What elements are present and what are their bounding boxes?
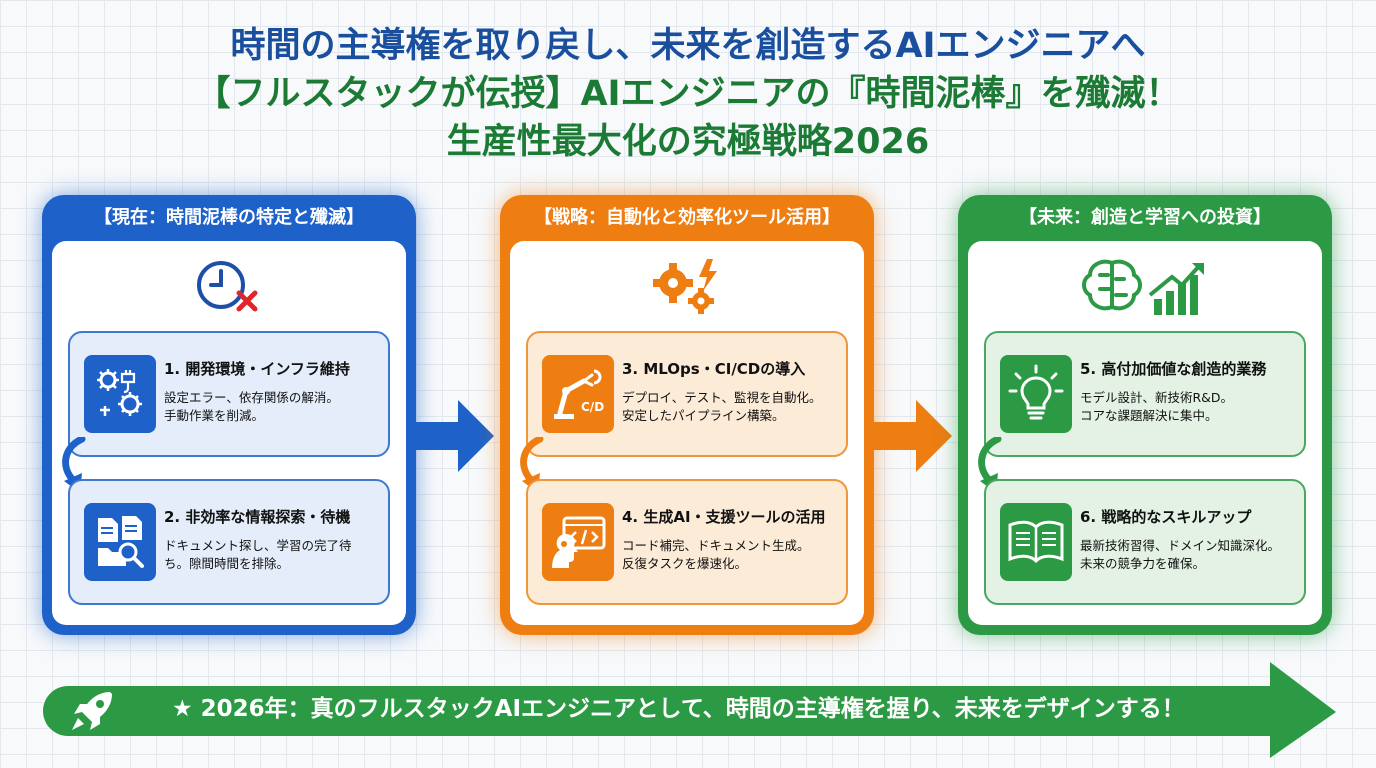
card-desc-line: 手動作業を削減。 <box>164 408 265 423</box>
banner-text: ★ 2026年：真のフルスタックAIエンジニアとして、時間の主導権を握り、未来を… <box>172 696 1185 722</box>
card-desc: デプロイ、テスト、監視を自動化。 安定したパイプライン構築。 <box>622 389 836 425</box>
card-desc: ドキュメント探し、学習の完了待 ち。隙間時間を排除。 <box>164 537 378 573</box>
banner-arrow-shape <box>43 662 1336 758</box>
cicd-label: C/D <box>581 400 604 414</box>
card-desc-line: ち。隙間時間を排除。 <box>164 556 290 571</box>
card-title: 3. MLOps・CI/CDの導入 <box>622 360 806 378</box>
card-desc-line: コアな課題解決に集中。 <box>1080 408 1218 423</box>
panel-header: 【戦略：自動化と効率化ツール活用】 <box>534 207 840 228</box>
gears-lightning-icon <box>653 259 717 314</box>
title-line-2: 【フルスタックが伝授】AIエンジニアの『時間泥棒』を殲滅！ <box>195 74 1181 114</box>
panel-body: C/D 3. MLOps・CI/CDの導入 デプロイ、テスト、監視を自動化。 安… <box>510 241 864 625</box>
panel-header: 【現在：時間泥棒の特定と殲滅】 <box>94 207 364 228</box>
rocket-icon <box>72 692 112 730</box>
card-title: 2. 非効率な情報探索・待機 <box>164 508 351 526</box>
ai-code-icon <box>542 503 614 581</box>
card-desc: コード補完、ドキュメント生成。 反復タスクを爆速化。 <box>622 537 836 573</box>
card-title: 6. 戦略的なスキルアップ <box>1080 508 1252 526</box>
card-desc-line: デプロイ、テスト、監視を自動化。 <box>622 390 822 405</box>
card-desc-line: モデル設計、新技術R&D。 <box>1080 390 1234 405</box>
panel-future: 【未来：創造と学習への投資】 <box>958 195 1332 635</box>
flow-arrow-icon <box>874 400 952 472</box>
open-book-icon <box>1000 503 1072 581</box>
panel-body: 1. 開発環境・インフラ維持 設定エラー、依存関係の解消。 手動作業を削減。 <box>52 241 406 625</box>
gear-plug-icon <box>84 355 156 433</box>
card-desc-line: 設定エラー、依存関係の解消。 <box>164 390 339 405</box>
page-title: 時間の主導権を取り戻し、未来を創造するAIエンジニアへ 【フルスタックが伝授】A… <box>0 22 1376 166</box>
card-desc-line: ドキュメント探し、学習の完了待 <box>164 538 352 553</box>
card-desc-line: コード補完、ドキュメント生成。 <box>622 538 810 553</box>
panel-current: 【現在：時間泥棒の特定と殲滅】 1. 開発環境・インフラ維持 設定エラー、依存関… <box>42 195 416 635</box>
title-line-3: 生産性最大化の究極戦略2026 <box>446 122 930 162</box>
vision-banner: ★ 2026年：真のフルスタックAIエンジニアとして、時間の主導権を握り、未来を… <box>42 660 1338 760</box>
card-title: 5. 高付加価値な創造的業務 <box>1080 360 1267 378</box>
card-desc-line: 未来の競争力を確保。 <box>1080 556 1206 571</box>
card-desc: 最新技術習得、ドメイン知識深化。 未来の競争力を確保。 <box>1080 537 1294 573</box>
panel-body: 5. 高付加価値な創造的業務 モデル設計、新技術R&D。 コアな課題解決に集中。… <box>968 241 1322 625</box>
card-dev-environment: 1. 開発環境・インフラ維持 設定エラー、依存関係の解消。 手動作業を削減。 <box>68 331 390 457</box>
panel-header: 【未来：創造と学習への投資】 <box>1019 207 1271 228</box>
card-title: 1. 開発環境・インフラ維持 <box>164 360 350 378</box>
document-search-icon <box>84 503 156 581</box>
card-skill-up: 6. 戦略的なスキルアップ 最新技術習得、ドメイン知識深化。 未来の競争力を確保… <box>984 479 1306 605</box>
card-desc-line: 安定したパイプライン構築。 <box>622 408 785 423</box>
flow-arrow-icon <box>416 400 494 472</box>
card-desc-line: 反復タスクを爆速化。 <box>622 556 748 571</box>
panel-strategy: 【戦略：自動化と効率化ツール活用】 <box>500 195 874 635</box>
title-line-1: 時間の主導権を取り戻し、未来を創造するAIエンジニアへ <box>230 26 1146 66</box>
card-desc-line: 最新技術習得、ドメイン知識深化。 <box>1080 538 1281 553</box>
card-title: 4. 生成AI・支援ツールの活用 <box>622 508 826 526</box>
robot-arm-cicd-icon: C/D <box>542 355 614 433</box>
card-mlops: C/D 3. MLOps・CI/CDの導入 デプロイ、テスト、監視を自動化。 安… <box>526 331 848 457</box>
card-desc: 設定エラー、依存関係の解消。 手動作業を削減。 <box>164 389 378 425</box>
brain-growth-chart-icon <box>1082 259 1204 315</box>
card-desc: モデル設計、新技術R&D。 コアな課題解決に集中。 <box>1080 389 1294 425</box>
lightbulb-icon <box>1000 355 1072 433</box>
card-info-search: 2. 非効率な情報探索・待機 ドキュメント探し、学習の完了待 ち。隙間時間を排除… <box>68 479 390 605</box>
card-generative-ai: 4. 生成AI・支援ツールの活用 コード補完、ドキュメント生成。 反復タスクを爆… <box>526 479 848 605</box>
card-creative-work: 5. 高付加価値な創造的業務 モデル設計、新技術R&D。 コアな課題解決に集中。 <box>984 331 1306 457</box>
clock-x-icon <box>197 261 258 312</box>
